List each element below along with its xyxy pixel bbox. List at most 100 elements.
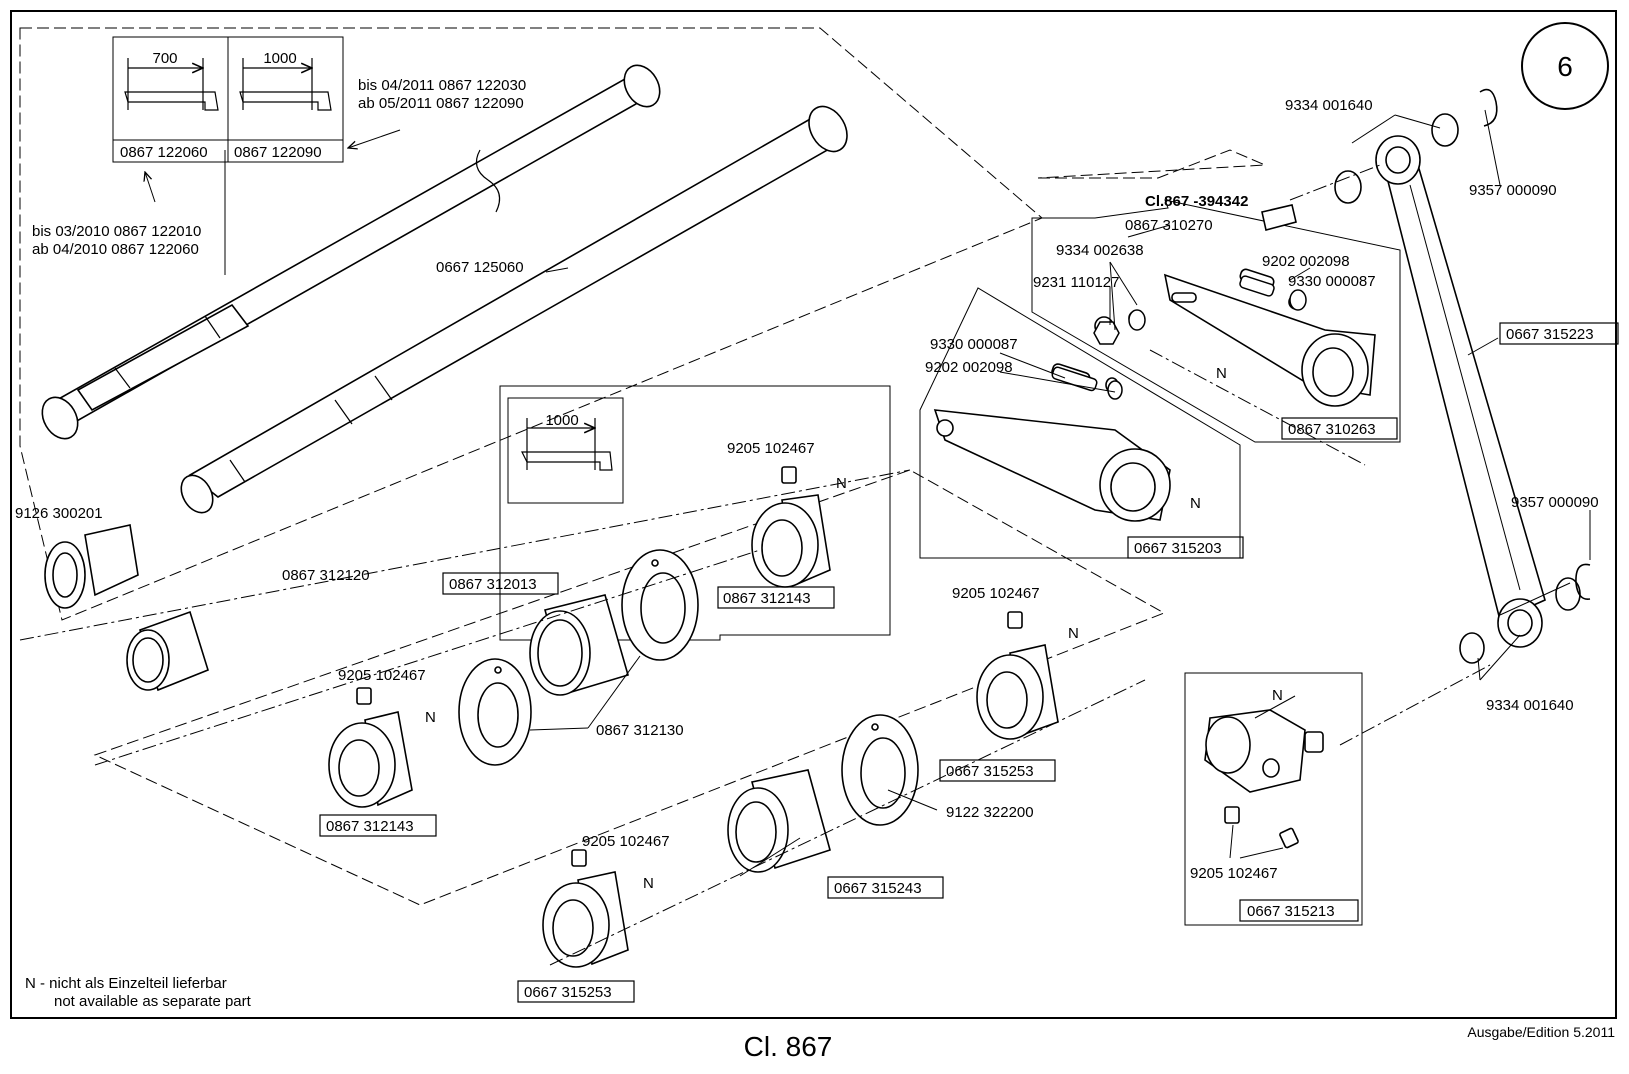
version-note-upper-1: bis 04/2011 0867 122030: [358, 77, 526, 94]
plain-bushing: [126, 610, 209, 692]
n-marker-f: N: [1216, 365, 1227, 382]
upper-shaft: [41, 64, 661, 440]
part-box-0667-315223: [1499, 322, 1619, 345]
part-9205-102467-d: 9205 102467: [582, 833, 670, 850]
n-marker-b: N: [425, 709, 436, 726]
part-box-0867-312143-a: [717, 586, 835, 609]
dimension-box-center: [507, 397, 624, 504]
shaft-break-symbol: [475, 149, 501, 213]
part-9202-002098-a: 9202 002098: [925, 359, 1013, 376]
part-9330-000087-a: 9330 000087: [930, 336, 1018, 353]
dim-700: 700: [152, 50, 177, 67]
collar-a: [751, 466, 831, 588]
bearing-sleeve: [529, 594, 629, 696]
part-0667-315243: 0667 315243: [834, 880, 922, 897]
part-box-0667-315243: [827, 876, 944, 899]
collar-d: [542, 849, 629, 968]
crank-group-box: [1184, 672, 1363, 926]
part-box-0667-315213: [1239, 899, 1359, 922]
leader-lines: [145, 109, 1591, 877]
part-0667-125060: 0667 125060: [436, 259, 524, 276]
n-marker-a: N: [836, 475, 847, 492]
version-notes: bis 04/2011 0867 122030 ab 05/2011 0867 …: [32, 77, 526, 258]
version-note-lower-1: bis 03/2010 0867 122010: [32, 223, 201, 240]
part-0667-315253-b: 0667 315253: [524, 984, 612, 1001]
flange-bushing: [44, 524, 139, 609]
n-marker-e: N: [1190, 495, 1201, 512]
version-note-upper-2: ab 05/2011 0867 122090: [358, 95, 524, 112]
part-0667-315213: 0667 315213: [1247, 903, 1335, 920]
part-0667-315203: 0667 315203: [1134, 540, 1222, 557]
part-labels: 0867 122060 0867 122090 0667 125060 9126…: [15, 97, 1619, 1003]
shaft-group-outline: [19, 27, 1043, 621]
class-title: Cl. 867: [744, 1031, 833, 1062]
subassembly-boxes: [112, 36, 1401, 926]
part-0667-315253-a: 0667 315253: [946, 763, 1034, 780]
collar-c: [976, 611, 1059, 740]
page-number: 6: [1557, 51, 1573, 82]
bearing-sleeve-b: [727, 769, 831, 873]
part-box-0667-315253-a: [939, 759, 1056, 782]
connecting-link: [1334, 88, 1591, 664]
footnote-line-2: not available as separate part: [54, 993, 252, 1010]
dim-detail-700: [124, 58, 219, 111]
dim-detail-1000a: [239, 58, 332, 111]
part-9202-002098-b: 9202 002098: [1262, 253, 1350, 270]
lever-group-box: [919, 287, 1241, 559]
version-note-lower-2: ab 04/2010 0867 122060: [32, 241, 199, 258]
lever-arm-lower: [933, 363, 1171, 522]
footnote-line-1: N - nicht als Einzelteil lieferbar: [25, 975, 227, 992]
collar-group-box: [499, 385, 891, 641]
n-marker-d: N: [643, 875, 654, 892]
part-0867-310263: 0867 310263: [1288, 421, 1376, 438]
link-group-outline: [1037, 149, 1266, 179]
fasteners: [1051, 275, 1307, 400]
part-9357-000090-a: 9357 000090: [1469, 182, 1557, 199]
part-9205-102467-c: 9205 102467: [952, 585, 1040, 602]
crank: [1204, 709, 1324, 849]
part-9122-322200: 9122 322200: [946, 804, 1034, 821]
page-number-badge: 6: [1521, 22, 1609, 110]
part-9330-000087-b: 9330 000087: [1288, 273, 1376, 290]
part-0867-312143-a: 0867 312143: [723, 590, 811, 607]
part-9357-000090-b: 9357 000090: [1511, 494, 1599, 511]
dim-1000-a: 1000: [263, 50, 296, 67]
part-0867-310270: 0867 310270: [1125, 217, 1213, 234]
part-0667-315223: 0667 315223: [1506, 326, 1594, 343]
lever-arm-upper: [1094, 204, 1376, 407]
cl-group-box: [1031, 199, 1401, 443]
part-0867-122090: 0867 122090: [234, 144, 322, 161]
part-9334-001640-a: 9334 001640: [1285, 97, 1373, 114]
part-9334-001640-b: 9334 001640: [1486, 697, 1574, 714]
part-box-0667-315203: [1127, 536, 1244, 559]
edition-label: Ausgabe/Edition 5.2011: [1467, 1024, 1615, 1040]
assembly-outlines: [19, 27, 1266, 906]
collar-b: [328, 687, 413, 808]
part-0867-122060: 0867 122060: [120, 144, 208, 161]
sheet-frame: [10, 10, 1617, 1019]
dimension-labels: 700 1000 1000: [152, 50, 578, 429]
part-box-0867-312143-b: [319, 814, 437, 837]
part-9205-102467-a: 9205 102467: [727, 440, 815, 457]
part-9334-002638: 9334 002638: [1056, 242, 1144, 259]
part-9205-102467-b: 9205 102467: [338, 667, 426, 684]
part-9205-102467-e: 9205 102467: [1190, 865, 1278, 882]
group-label-cl867: Cl.867 -394342: [1145, 193, 1248, 210]
part-0867-312120: 0867 312120: [282, 567, 370, 584]
dim-detail-1000b: [521, 418, 613, 471]
part-box-0667-315253-b: [517, 980, 635, 1003]
washer-large-b: [458, 658, 532, 766]
part-0867-312143-b: 0867 312143: [326, 818, 414, 835]
n-marker-g: N: [1272, 687, 1283, 704]
lower-shaft: [180, 105, 848, 514]
n-marker-c: N: [1068, 625, 1079, 642]
part-box-0867-310263: [1281, 417, 1398, 440]
part-9231-110127: 9231 110127: [1033, 274, 1119, 291]
washer-large-a: [621, 549, 699, 661]
part-0867-312013: 0867 312013: [449, 576, 537, 593]
part-9126-300201: 9126 300201: [15, 505, 103, 522]
part-box-0867-312013: [442, 572, 559, 595]
washer-large-c: [841, 714, 919, 826]
center-lines: [19, 164, 1491, 966]
